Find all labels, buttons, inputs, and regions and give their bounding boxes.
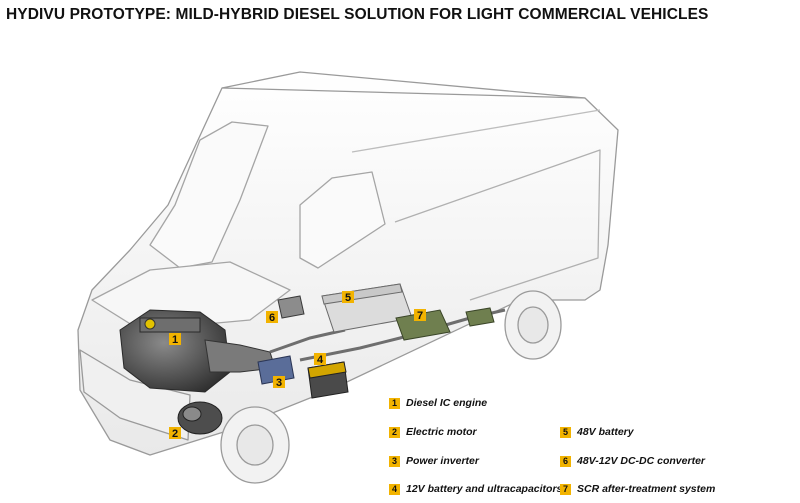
svg-text:6: 6: [269, 312, 275, 324]
legend-label: 48V battery: [577, 426, 634, 438]
legend-label: Electric motor: [406, 426, 477, 438]
legend-label: SCR after-treatment system: [577, 483, 716, 495]
legend-item-7: 7 SCR after-treatment system: [560, 483, 715, 495]
svg-text:5: 5: [345, 292, 351, 304]
callout-4: 4: [314, 353, 326, 366]
legend-label: Diesel IC engine: [406, 397, 488, 409]
callout-1: 1: [169, 333, 181, 346]
engine-block: [119, 309, 276, 393]
legend-item-6: 6 48V-12V DC-DC converter: [560, 455, 705, 467]
dc-dc-converter: [277, 295, 305, 319]
electric-motor: [177, 401, 223, 435]
legend-label: Power inverter: [406, 455, 479, 467]
legend-item-5: 5 48V battery: [560, 426, 634, 438]
svg-text:1: 1: [172, 334, 178, 346]
legend-badge: 4: [389, 483, 400, 495]
callout-2: 2: [169, 427, 181, 440]
legend-badge: 2: [389, 426, 400, 438]
svg-text:3: 3: [276, 377, 282, 389]
legend-badge: 7: [560, 483, 571, 495]
legend-badge: 3: [389, 455, 400, 467]
svg-text:2: 2: [172, 428, 178, 440]
legend-item-3: 3 Power inverter: [389, 455, 479, 467]
legend-badge: 6: [560, 455, 571, 467]
legend-label: 12V battery and ultracapacitors: [406, 483, 563, 495]
legend-item-4: 4 12V battery and ultracapacitors: [389, 483, 562, 495]
wheels: [220, 290, 562, 484]
legend-badge: 1: [389, 397, 400, 409]
legend-label: 48V-12V DC-DC converter: [577, 455, 705, 467]
legend-badge: 5: [560, 426, 571, 438]
scr-system: [395, 307, 495, 341]
svg-text:4: 4: [317, 354, 324, 366]
callout-7: 7: [414, 309, 426, 322]
svg-text:7: 7: [417, 310, 423, 322]
callout-3: 3: [273, 376, 285, 389]
battery-12v-ultracapacitors: [307, 361, 349, 399]
callout-6: 6: [266, 311, 278, 324]
legend-item-1: 1 Diesel IC engine: [389, 397, 487, 409]
van-body: [77, 71, 619, 456]
page-title: HYDIVU PROTOTYPE: MILD-HYBRID DIESEL SOL…: [6, 6, 709, 23]
legend-item-2: 2 Electric motor: [389, 426, 477, 438]
callout-5: 5: [342, 291, 354, 304]
